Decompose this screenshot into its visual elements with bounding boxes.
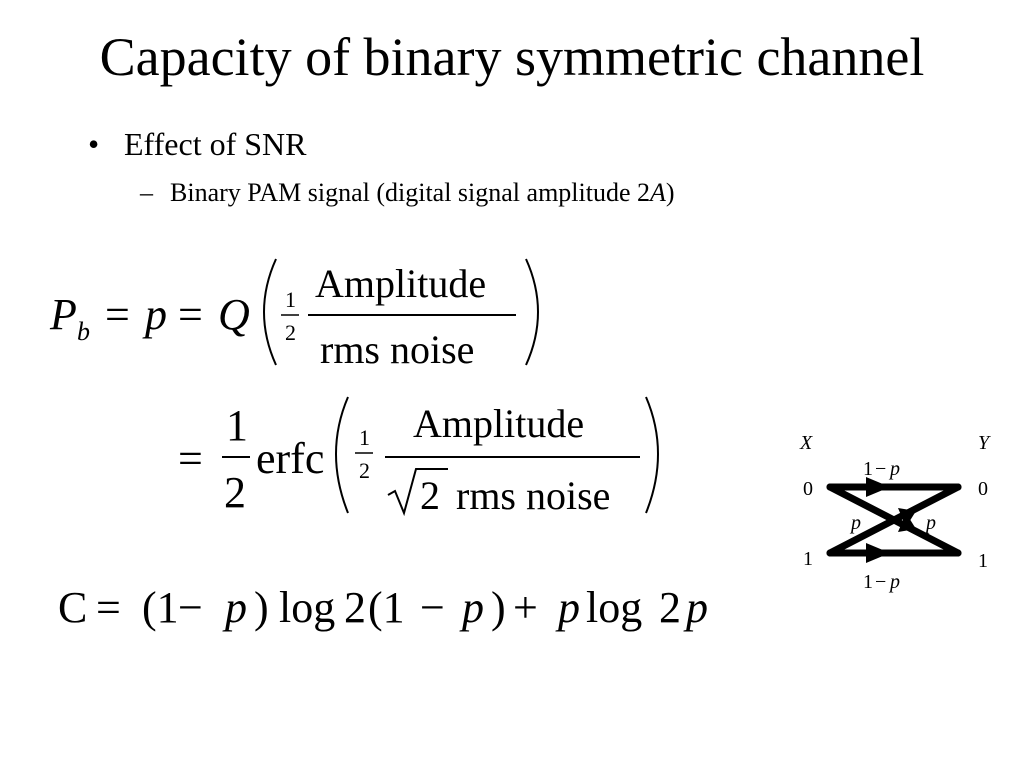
label-top-num: 1	[863, 458, 873, 480]
channel-output-1: 1	[978, 550, 988, 572]
sub-bullet-item: –Binary PAM signal (digital signal ampli…	[140, 176, 675, 210]
label-bottom-minus: −	[875, 571, 886, 593]
eq3-two-2: 2	[659, 583, 681, 632]
label-cross-right: p	[924, 512, 936, 534]
eq3-p-1: p	[222, 583, 247, 632]
label-bottom-num: 1	[863, 571, 873, 593]
eq3-minus-1: −	[178, 583, 203, 632]
channel-output-label: Y	[978, 432, 991, 454]
eq2-sqrt-arg: 2	[420, 473, 440, 518]
eq3-two-1: 2	[344, 583, 366, 632]
eq2-right-paren	[645, 396, 659, 514]
edge-1-to-0	[826, 483, 962, 557]
sub-bullet-var: A	[650, 178, 666, 207]
eq3-log-1: log	[279, 583, 335, 632]
arrow-head-cross-up	[898, 513, 916, 532]
label-top-minus: −	[875, 458, 886, 480]
channel-input-0: 0	[803, 478, 813, 500]
eq3-minus-2: −	[420, 583, 445, 632]
eq2-half-num: 1	[359, 425, 370, 450]
sub-bullet-text: Binary PAM signal (digital signal amplit…	[170, 178, 651, 207]
eq2-frac-num: 1	[226, 401, 248, 450]
eq1-equals-2: =	[178, 290, 203, 339]
channel-input-label: X	[799, 432, 813, 454]
eq1-numerator: Amplitude	[315, 261, 486, 306]
eq3-equals: =	[96, 583, 121, 632]
eq3-close-2: )	[491, 583, 506, 632]
bullet-text: Effect of SNR	[124, 126, 307, 162]
eq1-right-paren	[525, 258, 539, 366]
eq3-open-1: (1	[142, 583, 179, 632]
arrow-head-bottom	[866, 543, 890, 563]
label-bottom-p: p	[888, 571, 900, 593]
channel-output-0: 0	[978, 478, 988, 500]
eq1-sub-b: b	[77, 317, 90, 346]
eq1-half-num: 1	[285, 287, 296, 312]
eq1-p: p	[142, 290, 167, 339]
eq2-frac-den: 2	[224, 468, 246, 517]
eq2-sqrt-sign	[387, 468, 448, 517]
eq3-log-2: log	[586, 583, 642, 632]
equation-error-probability: P b = p = Q 1 2 Amplitude rms noise	[49, 258, 539, 372]
eq3-p-3: p	[555, 583, 580, 632]
label-top-p: p	[888, 458, 900, 480]
arrow-head-top	[866, 477, 890, 497]
eq2-half-den: 2	[359, 458, 370, 483]
eq3-plus: +	[513, 583, 538, 632]
eq2-denominator: rms noise	[456, 473, 610, 518]
equation-capacity: C = (1 − p ) log 2 (1 − p ) + p log 2 p	[58, 583, 708, 632]
eq2-erfc: erfc	[256, 434, 324, 483]
eq2-numerator: Amplitude	[413, 401, 584, 446]
bullet-item: • Effect of SNR	[88, 124, 306, 164]
slide-title: Capacity of binary symmetric channel	[99, 27, 925, 87]
eq3-close-1: )	[254, 583, 269, 632]
eq1-P: P	[49, 290, 77, 339]
eq2-left-paren	[335, 396, 349, 514]
eq1-half-den: 2	[285, 320, 296, 345]
eq3-p-2: p	[459, 583, 484, 632]
eq1-denominator: rms noise	[320, 327, 474, 372]
channel-input-1: 1	[803, 548, 813, 570]
eq1-Q: Q	[218, 290, 250, 339]
eq3-C: C	[58, 583, 87, 632]
eq3-p-4: p	[683, 583, 708, 632]
eq2-equals: =	[178, 434, 203, 483]
eq1-equals-1: =	[105, 290, 130, 339]
eq3-open-2: (1	[368, 583, 405, 632]
equation-erfc: = 1 2 erfc 1 2 Amplitude 2 rms noise	[178, 396, 659, 518]
sub-bullet-close: )	[665, 178, 675, 207]
eq1-left-paren	[263, 258, 277, 366]
sub-bullet-marker: –	[140, 178, 153, 207]
label-cross-left: p	[849, 512, 861, 534]
bsc-diagram: X Y 0 1 0 1 1 − p p p 1 − p	[799, 432, 991, 593]
bullet-marker: •	[88, 126, 100, 162]
